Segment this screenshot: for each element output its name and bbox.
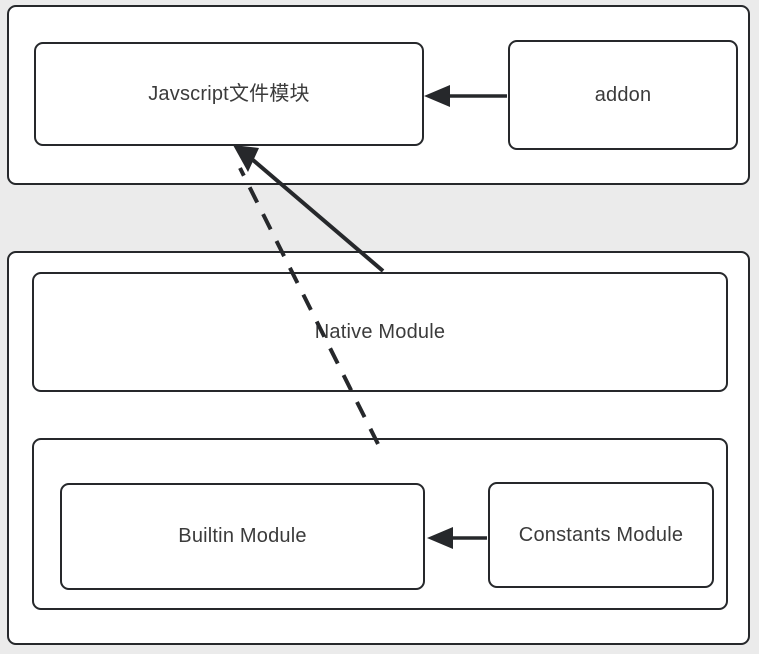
- node-javascript-file-module-label: Javscript文件模块: [148, 82, 310, 105]
- node-builtin-module-label: Builtin Module: [178, 525, 307, 547]
- node-constants-module-label: Constants Module: [518, 523, 684, 546]
- node-native-module[interactable]: Native Module: [32, 272, 728, 392]
- node-addon[interactable]: addon: [508, 40, 738, 150]
- node-javascript-file-module[interactable]: Javscript文件模块: [34, 42, 424, 146]
- node-builtin-module[interactable]: Builtin Module: [60, 483, 425, 590]
- node-native-module-label: Native Module: [314, 320, 446, 343]
- node-addon-label: addon: [594, 83, 652, 106]
- node-constants-module[interactable]: Constants Module: [488, 482, 714, 588]
